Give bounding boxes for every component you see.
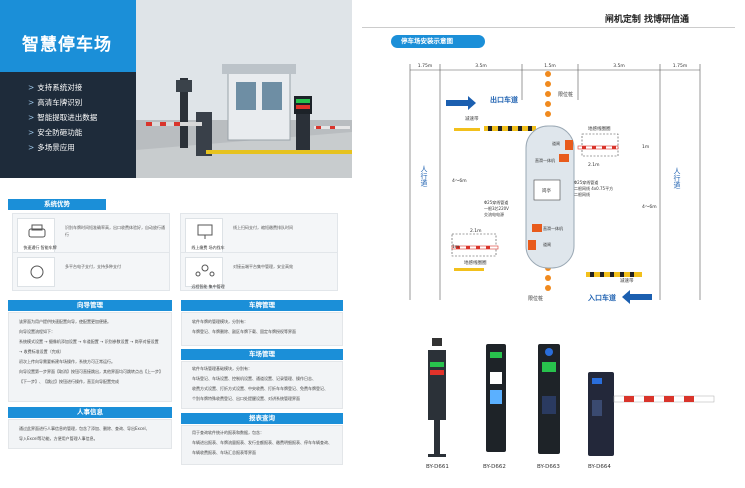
- guide-box: 该界面为用户提供快速配置向导，使配置更加便捷。 向导设置流程如下： 系统模式设置…: [8, 312, 172, 402]
- pipe-label: Φ25穿线管道: [484, 199, 508, 205]
- arrow-icon: >: [28, 128, 35, 137]
- advantages-heading: 系统优势: [8, 199, 106, 210]
- svg-text:二根网线: 二根网线: [574, 191, 590, 197]
- divider: [362, 27, 735, 28]
- speed-bump-label: 减速带: [620, 277, 634, 284]
- dim-label: 1.5m: [544, 63, 556, 69]
- sidewalk-right: 人行道: [673, 168, 681, 190]
- feature-list: >支持系统对接 >高清车牌识别 >智能提取进出数据 >安全防砸功能 >多场景应用: [0, 72, 136, 178]
- booth-label: 岗亭: [542, 187, 551, 194]
- personnel-heading: 人事信息: [8, 407, 172, 418]
- report-heading: 报表查询: [181, 413, 343, 424]
- pipe-label: Φ25穿线管道: [574, 179, 598, 185]
- vehicle-heading: 车牌管理: [181, 300, 343, 311]
- title-band: 智慧停车场: [0, 0, 136, 72]
- site-box: 软件车场管理基础模块，分别有： 车场登记、车场设置、控制机设置、通道设置、记录管…: [181, 361, 343, 409]
- model-label: BY-D662: [483, 464, 506, 470]
- wallet-icon: [17, 257, 55, 287]
- svg-text:二根网线 4x0.75平方: 二根网线 4x0.75平方: [574, 185, 613, 191]
- brand-slogan: 闸机定制 找博研信通: [604, 15, 689, 25]
- camera-label: 直滑一体机: [543, 225, 563, 231]
- exit-lane-label: 出口车道: [490, 95, 518, 104]
- advantage-card: 远程智能 集中管理 对接云端平台集中管理，安全高效: [180, 252, 338, 291]
- svg-text:一根3芯220V: 一根3芯220V: [484, 205, 509, 211]
- sidewalk-left: 人行道: [420, 166, 428, 188]
- right-page: 闸机定制 找博研信通 停车场安装示意图 1.75m 3.5m 1.5m 3.5m…: [352, 0, 745, 488]
- dim-label: 1.75m: [418, 63, 432, 69]
- speed-bump-label: 减速带: [465, 115, 479, 122]
- feature-item: >支持系统对接: [28, 83, 83, 92]
- installation-diagram: 1.75m 3.5m 1.5m 3.5m 1.75m 人行道 人行道 出口车道 …: [409, 63, 715, 457]
- product-d661: [428, 338, 446, 457]
- dim-label: 3.5m: [475, 63, 487, 69]
- brochure-title: 智慧停车场: [22, 35, 112, 55]
- car-icon: 快速通行 智能车牌: [17, 218, 57, 256]
- arrow-icon: >: [28, 83, 35, 92]
- arrow-icon: >: [28, 113, 35, 122]
- svg-text:交流电电源: 交流电电源: [484, 211, 504, 217]
- bollard-label: 限位桩: [558, 91, 573, 98]
- svg-text:1m: 1m: [642, 144, 649, 150]
- barrier-label: 道闸: [543, 241, 551, 247]
- product-d662: [486, 344, 506, 452]
- arrow-icon: >: [28, 98, 35, 107]
- dim-label: 3.5m: [613, 63, 625, 69]
- svg-text:1m: 1m: [452, 244, 459, 250]
- product-d663: [538, 344, 560, 454]
- svg-text:2.1m: 2.1m: [588, 162, 600, 168]
- parking-scene-photo: [136, 0, 352, 178]
- diagram-title: 停车场安装示意图: [391, 35, 485, 48]
- bollard-label: 限位桩: [528, 295, 543, 302]
- monitor-icon: 线上缴费 场内找车: [185, 218, 225, 256]
- site-heading: 车场管理: [181, 349, 343, 360]
- model-label: BY-D664: [588, 464, 611, 470]
- entry-lane-label: 入口车道: [587, 293, 616, 302]
- model-label: BY-D663: [537, 464, 560, 470]
- arrow-icon: >: [28, 143, 35, 152]
- barrier-label: 道闸: [552, 140, 560, 146]
- network-icon: 远程智能 集中管理: [185, 257, 225, 289]
- feature-item: >智能提取进出数据: [28, 113, 98, 122]
- feature-item: >安全防砸功能: [28, 128, 83, 137]
- loop-label: 地感线圈圈: [588, 125, 611, 132]
- svg-text:2.1m: 2.1m: [470, 228, 482, 234]
- camera-label: 直滑一体机: [535, 157, 555, 163]
- guide-heading: 向导管理: [8, 300, 172, 311]
- advantage-card: 多平台电子支付，支持多种支付: [12, 252, 170, 291]
- svg-text:4～6m: 4～6m: [452, 178, 467, 184]
- dim-label: 1.75m: [673, 63, 687, 69]
- feature-item: >多场景应用: [28, 143, 75, 152]
- loop-label: 地感线圈圈: [464, 259, 487, 266]
- product-d664: [588, 372, 715, 456]
- svg-text:4～6m: 4～6m: [642, 204, 657, 210]
- feature-item: >高清车牌识别: [28, 98, 83, 107]
- model-label: BY-D661: [426, 464, 449, 470]
- report-box: 用于查询软件统计的报表和数据，包含： 车辆进出报表、车牌流量报表、发行金额报表、…: [181, 425, 343, 465]
- vehicle-box: 软件车牌的管理模块，分别有： 车牌登记、车牌删除、副区车牌下载、固定车牌授权等界…: [181, 312, 343, 346]
- left-page: 智慧停车场 >支持系统对接 >高清车牌识别 >智能提取进出数据 >安全防砸功能 …: [0, 0, 352, 488]
- personnel-box: 通过此界面进行人事信息的管理，包含了添加、删除、查询、导出Excel、 导入Ex…: [8, 419, 172, 449]
